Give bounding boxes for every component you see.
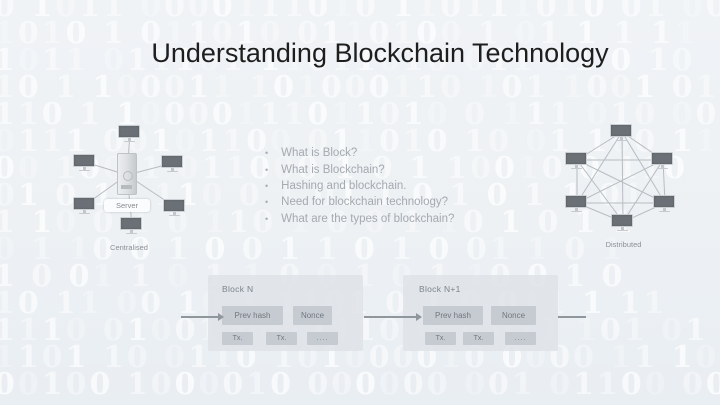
block-title: Block N xyxy=(222,284,254,294)
bullet-marker: • xyxy=(265,213,269,224)
computer-icon xyxy=(163,199,187,217)
distributed-caption: Distributed xyxy=(605,240,642,249)
list-item: • What are the types of blockchain? xyxy=(265,211,454,227)
prev-hash-box: Prev hash xyxy=(222,306,283,325)
tx-box: Tx. xyxy=(266,332,297,345)
block-n: Block N Prev hash Nonce Tx. Tx. .... xyxy=(208,275,363,351)
bullet-text: Hashing and blockchain. xyxy=(281,179,407,192)
computer-icon xyxy=(651,152,675,170)
computer-icon xyxy=(120,217,144,235)
bullet-text: What are the types of blockchain? xyxy=(281,212,455,225)
centralised-diagram: Server Centralised xyxy=(64,118,194,263)
computer-icon xyxy=(610,124,634,142)
list-item: • What is Blockchain? xyxy=(265,161,454,177)
computer-icon xyxy=(611,214,635,232)
more-tx-box: .... xyxy=(307,332,338,345)
agenda-list: • What is Block? • What is Blockchain? • Ha… xyxy=(265,145,454,227)
computer-icon xyxy=(73,154,97,172)
tx-box: Tx. xyxy=(425,332,456,345)
computer-icon xyxy=(118,125,142,143)
computer-icon xyxy=(161,155,185,173)
bullet-text: What is Block? xyxy=(281,147,358,160)
bullet-marker: • xyxy=(265,197,269,208)
list-item: • Hashing and blockchain. xyxy=(265,178,454,194)
nonce-box: Nonce xyxy=(293,306,332,325)
list-item: • Need for blockchain technology? xyxy=(265,194,454,210)
server-label: Server xyxy=(104,199,150,212)
list-item: • What is Block? xyxy=(265,145,454,161)
computer-icon xyxy=(565,195,589,213)
nonce-box: Nonce xyxy=(491,306,536,325)
centralised-caption: Centralised xyxy=(110,243,148,252)
tx-box: Tx. xyxy=(222,332,253,345)
block-n-plus-1: Block N+1 Prev hash Nonce Tx. Tx. .... xyxy=(403,275,558,351)
computer-icon xyxy=(565,152,589,170)
chain-arrow xyxy=(181,313,224,320)
bullet-text: What is Blockchain? xyxy=(281,163,385,176)
bullet-marker: • xyxy=(265,148,269,159)
page-title: Understanding Blockchain Technology xyxy=(151,38,609,68)
computer-icon xyxy=(653,195,677,213)
bullet-text: Need for blockchain technology? xyxy=(281,196,449,209)
computer-icon xyxy=(73,197,97,215)
prev-hash-box: Prev hash xyxy=(423,306,483,325)
server-icon xyxy=(117,153,137,195)
bullet-marker: • xyxy=(265,164,269,175)
more-tx-box: .... xyxy=(505,332,536,345)
chain-line xyxy=(558,316,586,318)
chain-arrow xyxy=(364,313,422,320)
distributed-diagram: Distributed xyxy=(556,112,691,257)
bullet-marker: • xyxy=(265,180,269,191)
tx-box: Tx. xyxy=(463,332,494,345)
block-title: Block N+1 xyxy=(419,284,461,294)
